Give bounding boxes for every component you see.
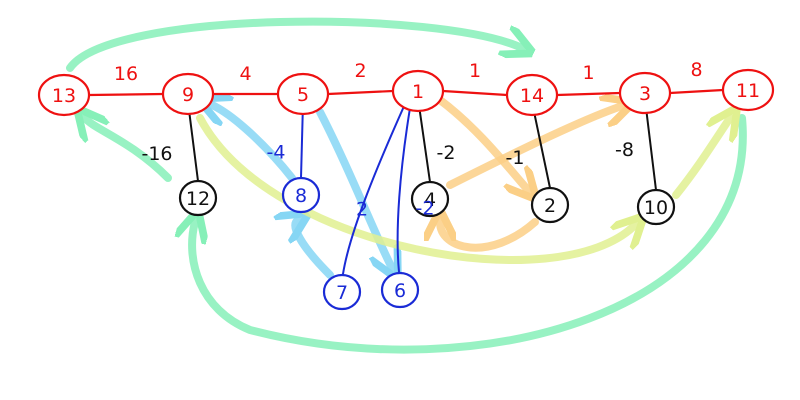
node-label: 1: [412, 81, 424, 103]
main-edge-14-3: [555, 91, 622, 97]
branch-weight-label: -4: [267, 142, 286, 164]
highlight-arrow-7-8: [295, 220, 334, 279]
node-label: 14: [520, 85, 544, 107]
main-node-5: 5: [276, 72, 330, 116]
branch-node-8: 8: [281, 176, 321, 214]
edge-weight-label: 4: [239, 63, 251, 85]
highlight-arrow-13-14: [66, 17, 522, 72]
node-label: 9: [182, 84, 194, 106]
edge-weight-label: 1: [469, 60, 481, 82]
branch-edge-1-4: [418, 110, 431, 183]
branch-node-12: 12: [178, 179, 218, 217]
branch-node-6: 6: [380, 271, 420, 309]
edge-labels-layer: 16 4 2 1 1 8 -16 -4 -2 2 -2 -1 -8: [114, 59, 703, 221]
highlight-arrow-8-9: [210, 104, 296, 182]
branch-node-7: 7: [322, 273, 362, 311]
highlight-arrow-1-2: [436, 96, 528, 190]
highlight-arrow-5-6: [316, 108, 392, 268]
main-node-1: 1: [391, 69, 445, 113]
main-node-14: 14: [505, 73, 559, 117]
highlight-arrow-9-10: [196, 114, 635, 264]
node-circle: [276, 72, 330, 116]
node-circle: [37, 73, 91, 117]
edge-weight-label: 2: [354, 60, 366, 82]
node-label: 7: [336, 282, 348, 304]
highlight-arrows-layer: [66, 17, 747, 354]
edges-layer: [87, 88, 725, 275]
node-circle: [380, 271, 420, 309]
branch-weight-label: -16: [141, 143, 172, 165]
node-label: 8: [295, 185, 307, 207]
highlight-arrow-11-12: [192, 114, 747, 354]
main-edge-1-14: [441, 89, 509, 97]
branch-weight-label: -2: [437, 142, 456, 164]
branch-weight-label: -1: [506, 147, 525, 169]
main-edge-13-9: [87, 92, 165, 97]
main-node-3: 3: [618, 71, 672, 115]
node-circle: [178, 179, 218, 217]
node-circle: [721, 68, 775, 112]
node-circle: [391, 69, 445, 113]
branch-edge-5-8: [300, 113, 304, 179]
highlight-arrow-10-11: [672, 118, 730, 199]
nodes-layer: 13 9 5 1 14 3 11 12 8 4 7 6 2 10: [37, 68, 775, 311]
node-circle: [322, 273, 362, 311]
main-node-9: 9: [161, 72, 215, 116]
main-edge-3-11: [668, 88, 725, 95]
node-circle: [618, 71, 672, 115]
branch-edge-1-6: [396, 107, 411, 273]
node-label: 4: [424, 189, 436, 211]
branch-edge-9-12: [188, 113, 199, 182]
node-circle: [530, 186, 570, 224]
highlight-arrow-2-4: [440, 222, 539, 252]
node-label: 2: [544, 195, 556, 217]
node-label: 5: [297, 84, 309, 106]
node-label: 13: [52, 85, 76, 107]
branch-node-10: 10: [636, 188, 676, 226]
branch-edge-3-10: [645, 112, 657, 191]
highlight-arrow-4-3: [446, 106, 622, 189]
edge-weight-label: 16: [114, 63, 138, 85]
edge-weight-label: 8: [690, 59, 702, 81]
edge-weight-label: 1: [582, 62, 594, 84]
main-node-13: 13: [37, 73, 91, 117]
node-label: 12: [186, 188, 210, 210]
branch-edge-1-7: [342, 103, 406, 275]
node-circle: [505, 73, 559, 117]
branch-node-2: 2: [530, 186, 570, 224]
branch-weight-label: -2: [416, 198, 435, 220]
highlight-arrow-12-13: [85, 118, 172, 182]
branch-weight-label: -8: [615, 139, 634, 161]
node-circle: [410, 180, 450, 218]
branch-node-4: 4: [410, 180, 450, 218]
node-label: 3: [639, 83, 651, 105]
main-node-11: 11: [721, 68, 775, 112]
node-label: 10: [644, 197, 668, 219]
node-circle: [281, 176, 321, 214]
node-label: 11: [736, 80, 760, 102]
node-circle: [161, 72, 215, 116]
main-edge-5-1: [326, 89, 395, 96]
node-circle: [636, 188, 676, 226]
node-label: 6: [394, 280, 406, 302]
branch-edge-14-2: [533, 114, 551, 189]
branch-weight-label: 2: [356, 199, 368, 221]
